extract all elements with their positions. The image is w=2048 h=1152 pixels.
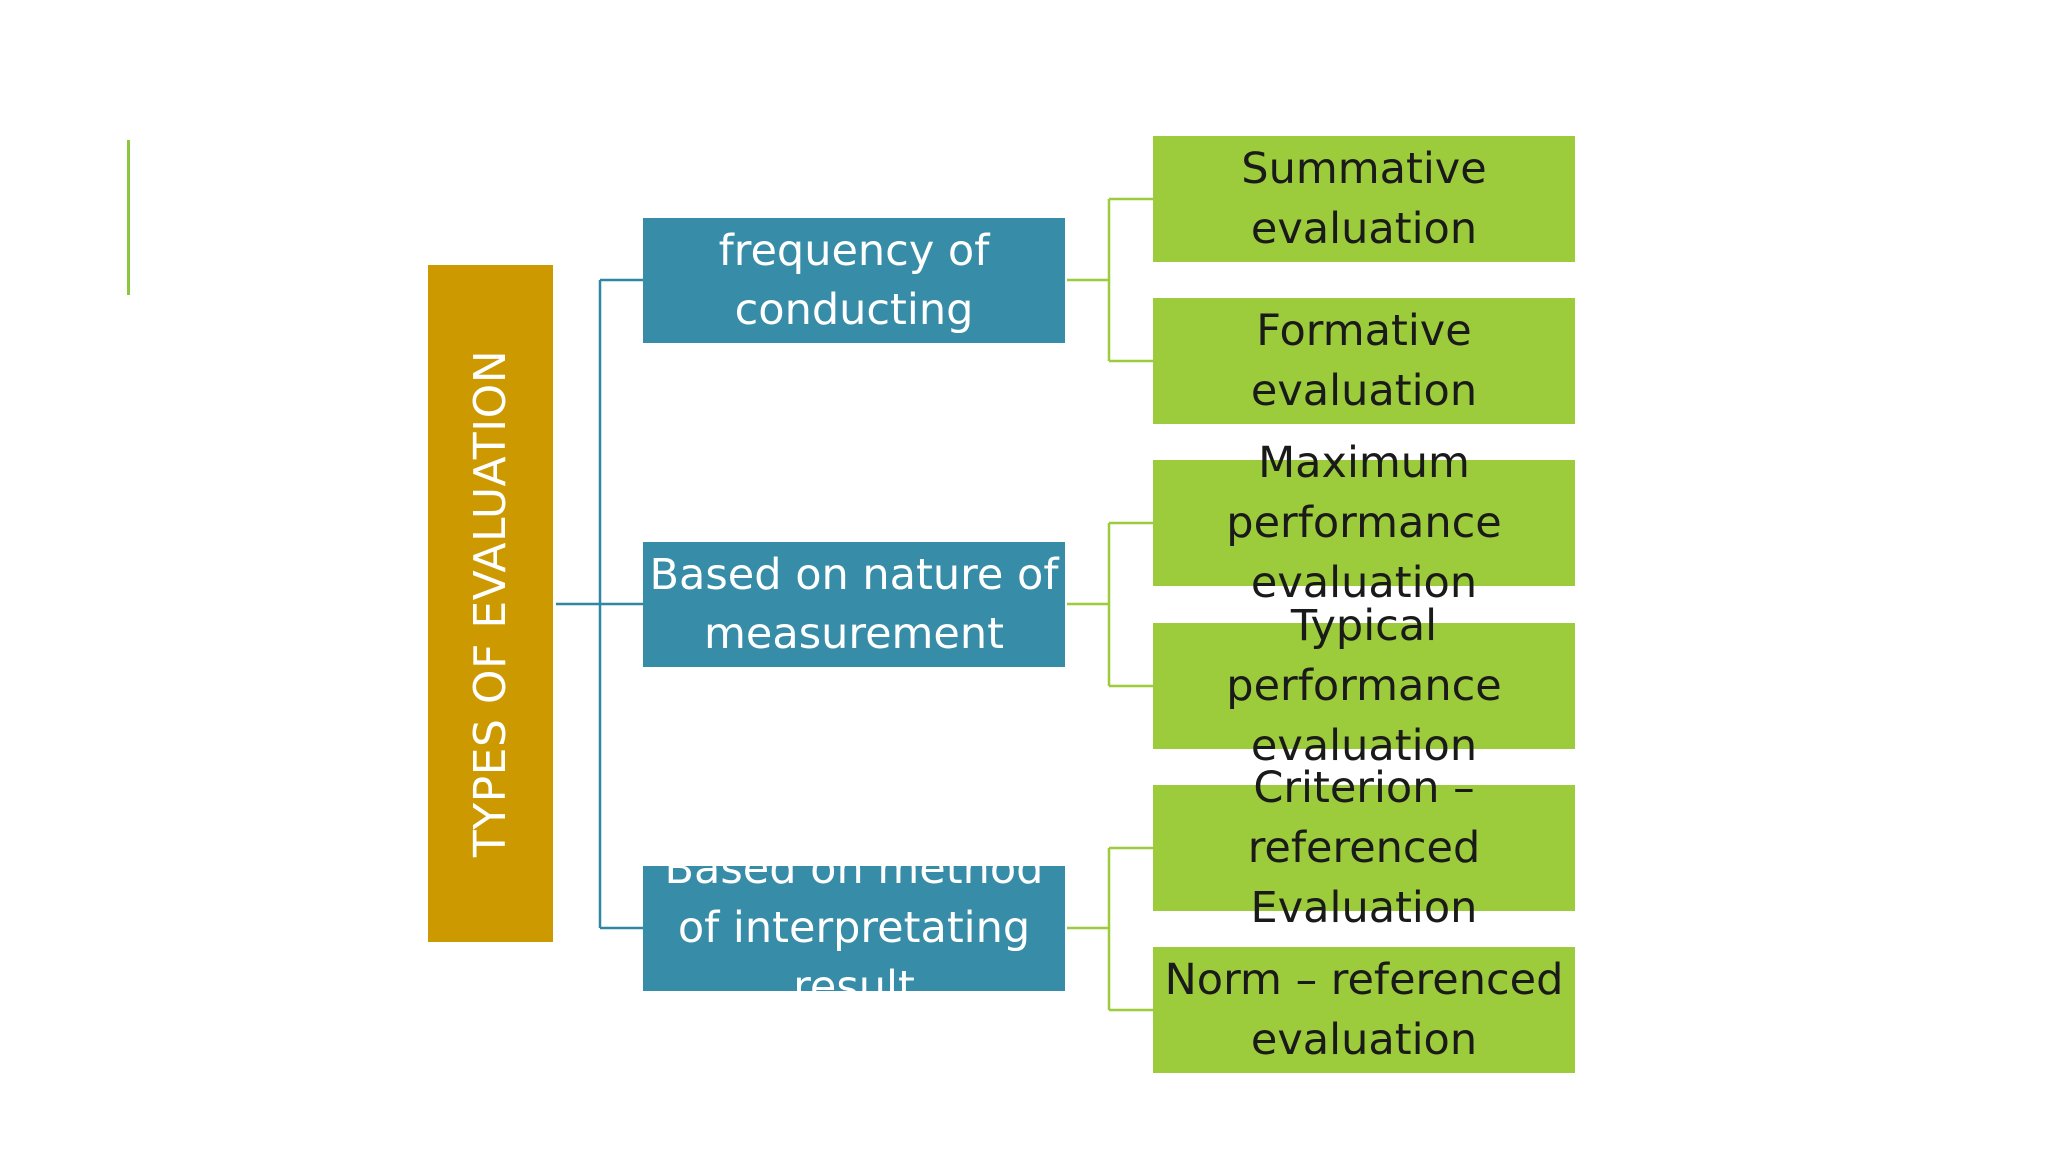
slide-accent-line [127,140,130,295]
branch-node-frequency: Based on frequency of conducting evaluat… [643,218,1065,343]
leaf-node-criterion-referenced: Criterion – referenced Evaluation [1153,763,1575,933]
branch-node-label: Based on nature of measurement [649,549,1059,659]
leaf-node-maximum-performance: Maximum performance evaluation [1153,438,1575,608]
leaf-node-summative: Summative evaluation [1153,136,1575,262]
leaf-node-typical-performance: Typical performance evaluation [1153,601,1575,771]
branch-node-label: Based on frequency of conducting evaluat… [718,225,990,335]
branch-node-nature: Based on nature of measurement [643,542,1065,667]
branch-1-connector [1067,197,1153,363]
leaf-node-label: Formative evaluation [1250,306,1478,416]
branch-2-connector [1067,521,1153,688]
branch-node-label: Based on method of interpretating result [664,866,1044,991]
leaf-node-label: Summative evaluation [1241,144,1487,254]
leaf-node-formative: Formative evaluation [1153,298,1575,424]
root-connector [556,278,643,930]
leaf-node-label: Typical performance evaluation [1226,601,1502,771]
branch-node-method: Based on method of interpretating result [643,866,1065,991]
leaf-node-label: Criterion – referenced Evaluation [1247,763,1481,933]
branch-3-connector [1067,846,1153,1012]
root-node: TYPES OF EVALUATION [428,265,553,942]
root-node-label: TYPES OF EVALUATION [465,349,517,858]
leaf-node-label: Maximum performance evaluation [1226,438,1502,608]
